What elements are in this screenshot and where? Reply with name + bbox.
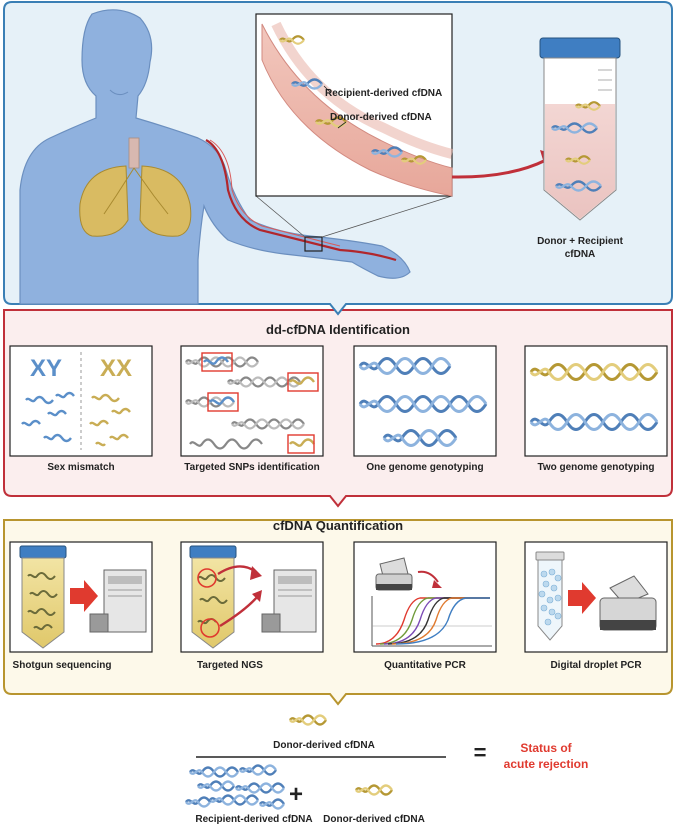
card-label-ddpcr: Digital droplet PCR [550,660,642,671]
card-label-shotgun: Shotgun sequencing [13,660,112,671]
card-targeted-ngs: Targeted NGS [180,541,324,671]
formula: Donor-derived cfDNA = Status of acute re… [185,714,589,825]
quantification-title: cfDNA Quantification [273,518,403,533]
card-one-genome: One genome genotyping [353,345,497,473]
tube-icon [19,545,67,649]
sequencer-icon [89,569,147,633]
card-label-sex-mismatch: Sex mismatch [47,462,114,473]
recipient-derived-label: Recipient-derived cfDNA [325,88,442,99]
collection-tube-icon [539,37,621,221]
equals-sign: = [474,740,487,765]
tube-label-line2: cfDNA [565,249,596,260]
vessel-inset: Recipient-derived cfDNA Donor-derived cf… [255,13,454,197]
recipient-dna-cluster-icon [185,764,285,810]
middle-panel [3,309,673,508]
droplet-tube-icon [535,551,565,641]
card-label-targeted-ngs: Targeted NGS [197,660,263,671]
pcr-machine-icon [375,557,413,591]
card-sex-mismatch: XY XX Sex mismatch [9,345,153,473]
pcr-machine-icon [599,575,657,631]
card-label-targeted-snps: Targeted SNPs identification [184,462,319,473]
denominator-recipient-label: Recipient-derived cfDNA [195,814,312,825]
result-line2: acute rejection [504,757,589,771]
red-arrow-icon [568,582,596,614]
card-shotgun-sequencing: Shotgun sequencing [9,541,153,671]
card-digital-droplet-pcr: Digital droplet PCR [524,541,668,671]
donor-derived-label: Donor-derived cfDNA [330,112,432,123]
denominator-donor-dna-icon [355,784,393,796]
chromosomes-xx: XX [100,355,132,382]
result-line1: Status of [520,741,572,755]
tube-label-line1: Donor + Recipient [537,236,624,247]
qpcr-curves-icon [371,596,492,647]
bottom-panel [3,519,673,706]
card-label-one-genome: One genome genotyping [366,462,483,473]
card-label-qpcr: Quantitative PCR [384,660,466,671]
sequencer-icon [261,569,317,633]
card-targeted-snps: Targeted SNPs identification [180,345,324,473]
card-label-two-genome: Two genome genotyping [537,462,654,473]
card-two-genome: Two genome genotyping [524,345,668,473]
plus-sign: + [289,781,303,808]
arm-blood-vessel-icon [205,139,453,262]
numerator-donor-dna-icon [289,714,327,726]
numerator-label: Donor-derived cfDNA [273,740,375,751]
card-quantitative-pcr: Quantitative PCR [353,541,497,671]
identification-title: dd-cfDNA Identification [266,322,410,337]
red-arrow-icon [70,580,98,612]
denominator-donor-label: Donor-derived cfDNA [323,814,425,825]
tube-icon [189,545,237,649]
inset-recipient-dna [291,78,323,90]
chromosomes-xy: XY [30,355,62,382]
lungs-icon [79,137,192,237]
